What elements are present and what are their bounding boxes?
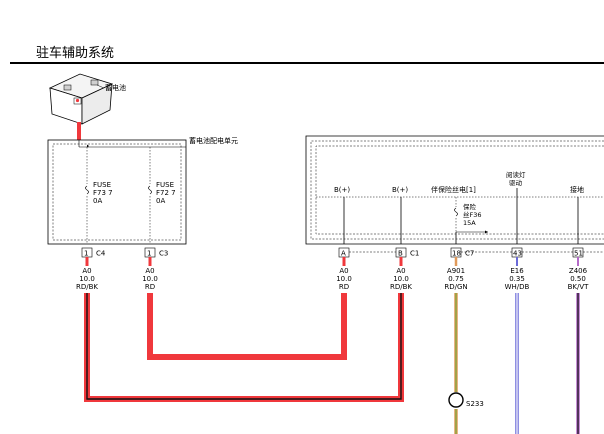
connector-0-pin: 1 [84, 250, 88, 258]
fuse-f72-line2: F72 7 [156, 189, 176, 197]
splice-icon [448, 392, 464, 408]
module-pin-label-b: B(+) [392, 186, 408, 194]
fuse-f73-icon [85, 185, 89, 195]
module-outline [305, 135, 604, 245]
connector-6-pin: 51 [574, 250, 583, 258]
battery-label: 蓄电池 [105, 83, 126, 92]
connector-1-wire: A0 [145, 267, 154, 275]
connector-0-conn: C4 [96, 250, 106, 258]
title-divider [10, 62, 604, 64]
connector-0-gauge: 10.0 [79, 275, 95, 283]
page-title: 驻车辅助系统 [36, 46, 115, 61]
connector-1-color: RD [145, 283, 155, 291]
connector-5-gauge: 0.35 [509, 275, 525, 283]
connector-4-wire: A901 [447, 267, 465, 275]
connector-6-gauge: 0.50 [570, 275, 586, 283]
connector-2-color: RD [339, 283, 349, 291]
connector-6-wire: Z406 [569, 267, 588, 275]
fuse-f72-icon [148, 185, 152, 195]
connector-5-color: WH/DB [505, 283, 530, 291]
module-pin-label-a: B(+) [334, 186, 350, 194]
connector-3-gauge: 10.0 [393, 275, 409, 283]
connector-5-wire: E16 [510, 267, 524, 275]
fuse-f72-line1: FUSE [156, 181, 174, 189]
connector-3-wire: A0 [396, 267, 405, 275]
connector-3-color: RD/BK [390, 283, 412, 291]
connector-4-conn: C7 [465, 250, 474, 258]
fuse-f36-line3: 15A [463, 219, 476, 227]
connector-3-pin: B [398, 250, 403, 258]
connector-3-conn: C1 [410, 250, 419, 258]
connector-0-color: RD/BK [76, 283, 98, 291]
fuse-f73-line3: 0A [93, 197, 102, 205]
wire-rd-bk [84, 293, 404, 402]
connector-0-wire: A0 [82, 267, 91, 275]
module-pin-label-d-1: 阅读灯 [506, 170, 526, 179]
fuse-box-outline [47, 139, 187, 245]
connector-2-wire: A0 [339, 267, 348, 275]
connector-4-gauge: 0.75 [448, 275, 464, 283]
connector-4-pin: 18 [452, 250, 461, 258]
connector-1-gauge: 10.0 [142, 275, 158, 283]
battery [48, 73, 114, 125]
connector-2-gauge: 10.0 [336, 275, 352, 283]
fuse-f36-line2: 丝F36 [463, 210, 482, 219]
connector-4-color: RD/GN [444, 283, 467, 291]
splice-label: S233 [466, 400, 484, 408]
fuse-f36-line1: 保险 [463, 202, 477, 211]
connector-1-conn: C3 [159, 250, 168, 258]
connector-5-pin: 43 [513, 250, 522, 258]
fuse-box-label: 蓄电池配电单元 [189, 136, 238, 145]
fuse-f73-line2: F73 7 [93, 189, 113, 197]
module-pin-label-d-2: 驱动 [509, 179, 523, 187]
module-pin-label-c: 伴保险丝电[1] [431, 185, 476, 194]
battery-terminal-icon [75, 98, 80, 103]
connector-1-pin: 1 [147, 250, 151, 258]
wire-rd [147, 293, 347, 360]
module-pin-label-e: 接地 [570, 185, 584, 194]
connector-2-pin: A [341, 250, 346, 258]
fuse-f73-line1: FUSE [93, 181, 111, 189]
fuse-f72-line3: 0A [156, 197, 165, 205]
fuse-f36-icon [454, 207, 458, 217]
connector-6-color: BK/VT [568, 283, 590, 291]
